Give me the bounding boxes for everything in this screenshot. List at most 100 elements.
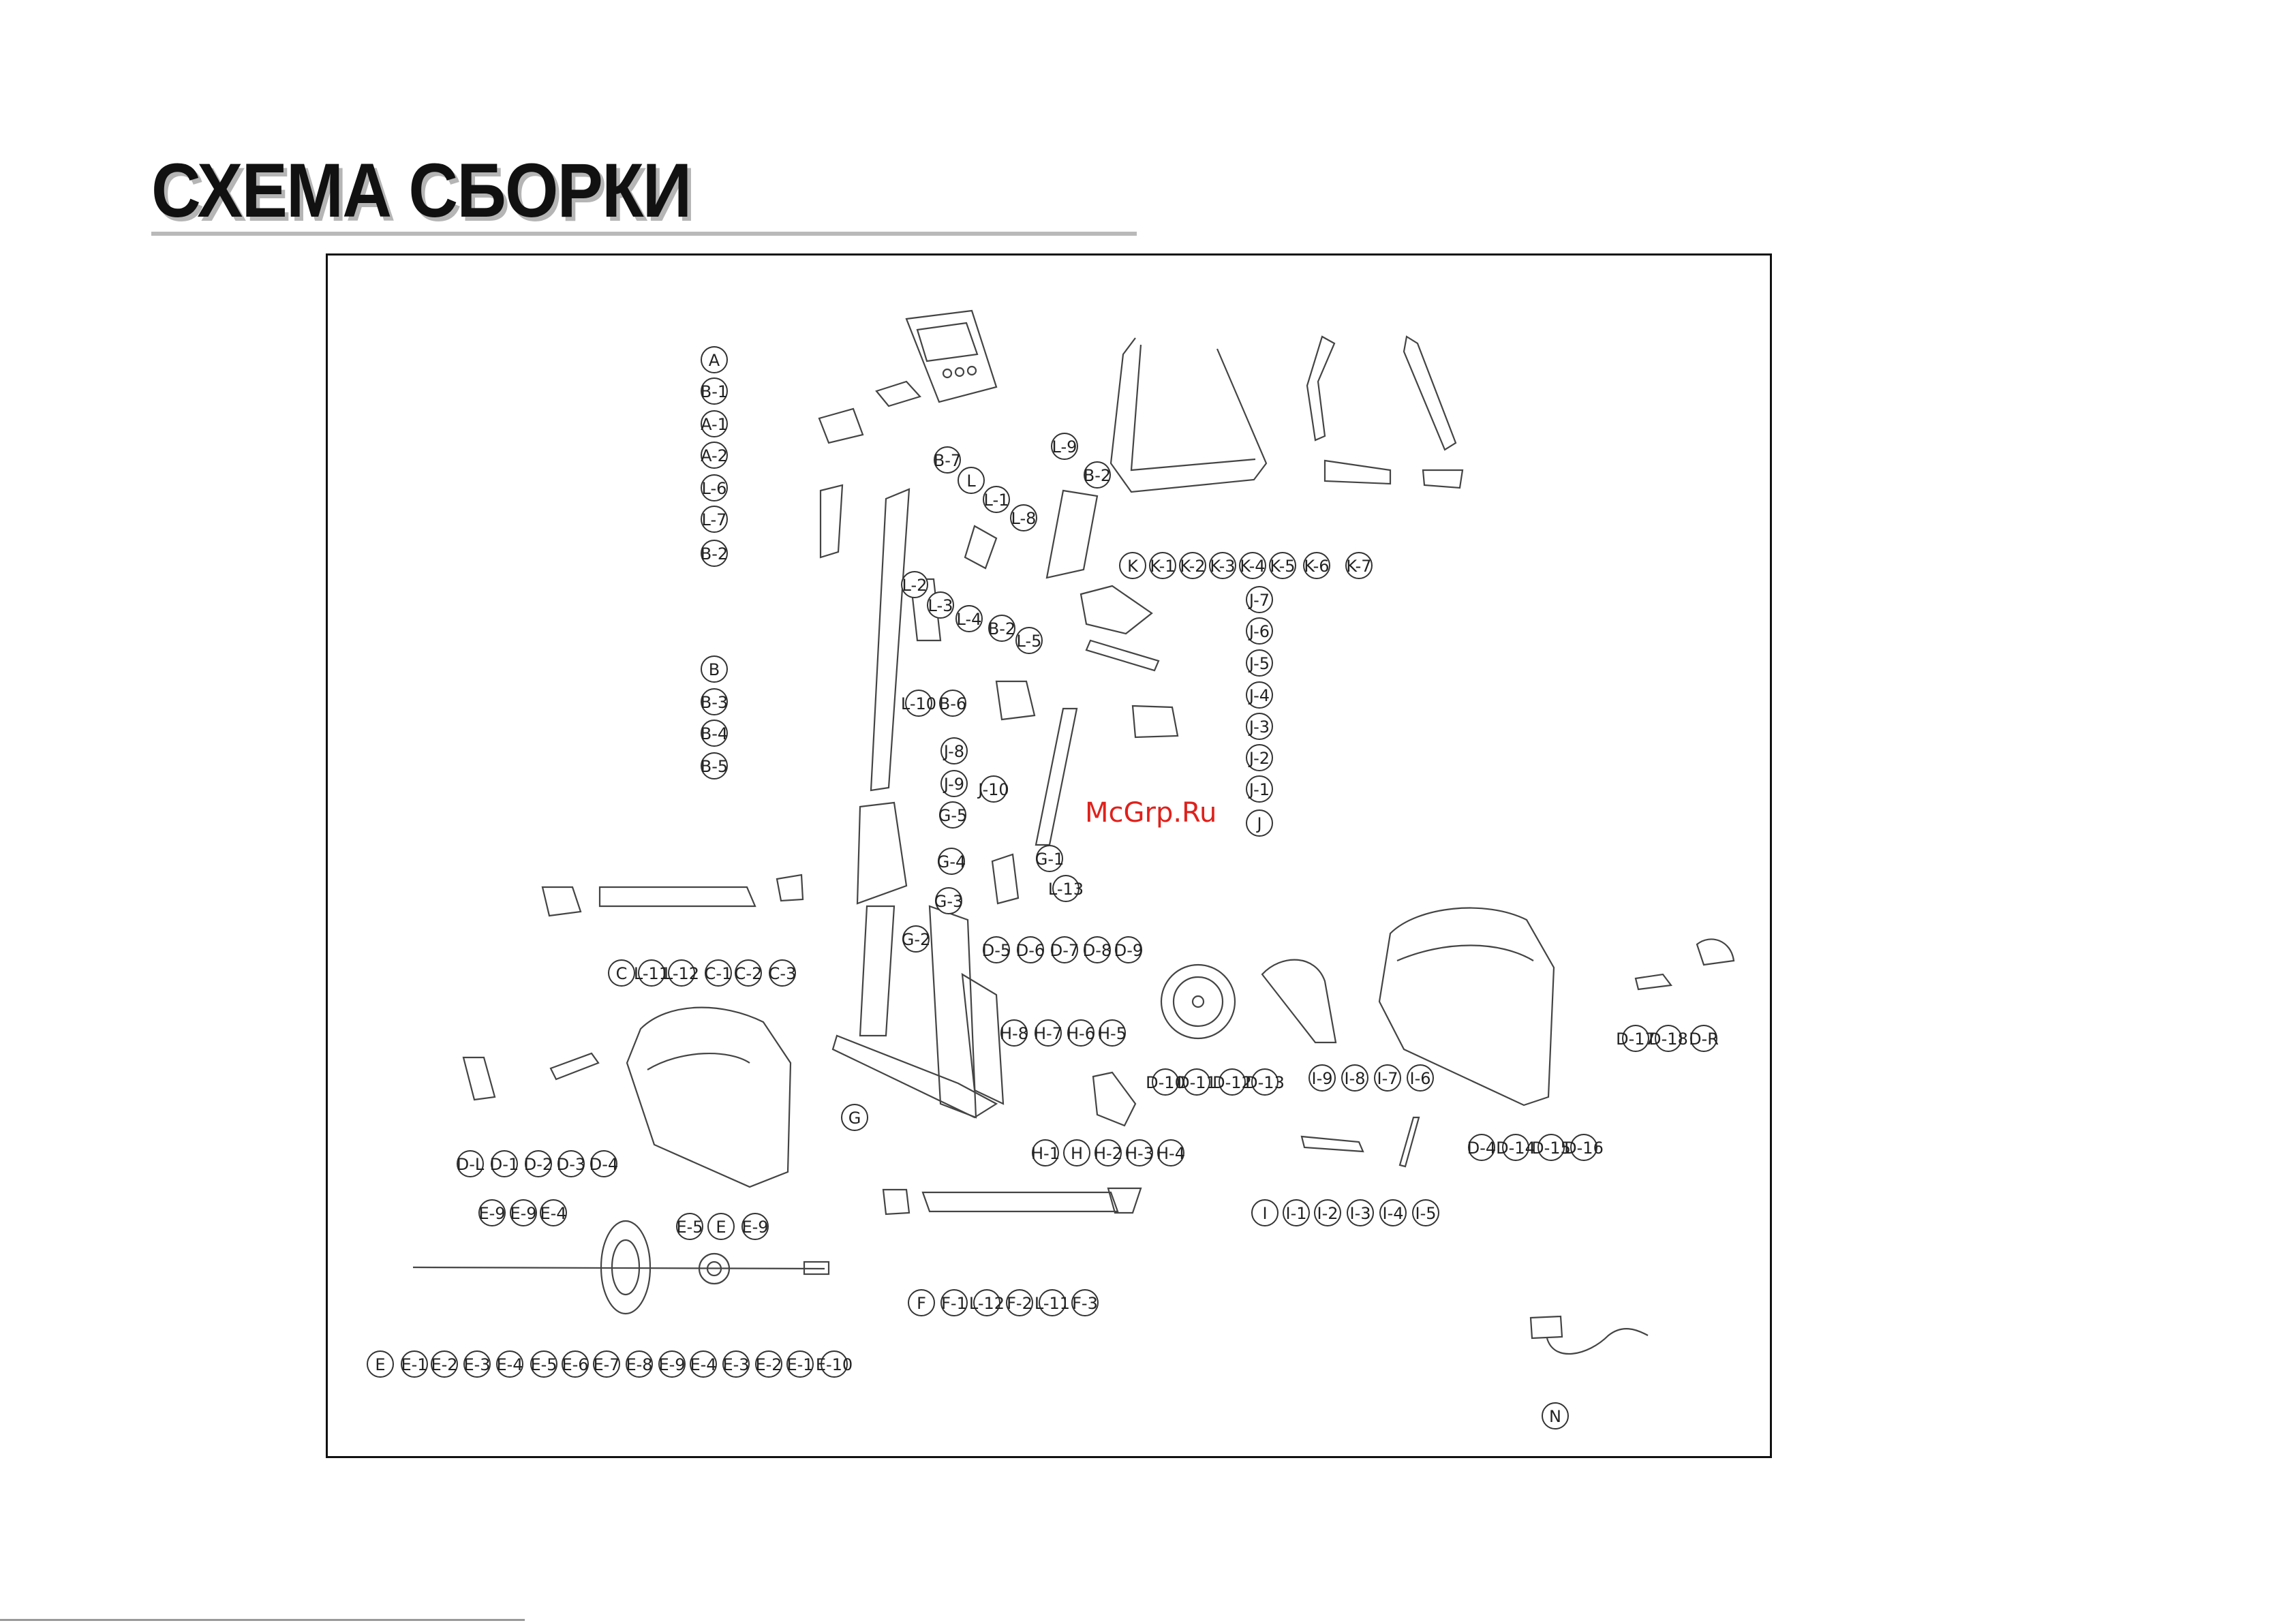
callout-d-17: D-17 — [1616, 1025, 1655, 1052]
callout-label: L-8 — [1011, 509, 1037, 528]
callout-label: B-4 — [701, 724, 728, 743]
callout-label: J-7 — [1248, 591, 1270, 610]
callout-i: I — [1251, 1199, 1279, 1226]
callout-label: L-12 — [969, 1294, 1005, 1313]
callout-label: N — [1549, 1407, 1561, 1426]
callout-label: L-4 — [957, 610, 982, 629]
callout-j-4: J-4 — [1246, 681, 1273, 709]
callout-l-2: L-2 — [901, 571, 928, 598]
callout-j-2: J-2 — [1246, 744, 1273, 771]
callout-label: L-3 — [928, 596, 953, 615]
callout-label: K-6 — [1304, 557, 1329, 576]
callout-i-9: I-9 — [1308, 1064, 1336, 1092]
callout-d-5: D-5 — [982, 936, 1011, 963]
callout-label: I-4 — [1382, 1204, 1403, 1223]
callout-label: L-10 — [901, 694, 936, 713]
callout-d-11: D-11 — [1177, 1068, 1216, 1096]
callout-label: G-4 — [937, 852, 966, 871]
callout-label: E-5 — [676, 1218, 703, 1237]
main-column-part — [819, 484, 1099, 792]
callout-label: G-3 — [934, 892, 964, 911]
callout-label: I-5 — [1415, 1204, 1436, 1223]
callout-l-1: L-1 — [983, 486, 1010, 513]
callout-label: H-3 — [1125, 1144, 1154, 1163]
callout-c-2: C-2 — [735, 959, 762, 987]
callout-label: H-8 — [1000, 1024, 1028, 1043]
callout-l-7: L-7 — [701, 506, 728, 533]
callout-label: E-6 — [562, 1355, 588, 1374]
callout-label: L-13 — [1048, 880, 1084, 899]
callout-l-6: L-6 — [701, 474, 728, 501]
callout-label: K-1 — [1150, 557, 1175, 576]
callout-d-6: D-6 — [1016, 936, 1045, 963]
page-title: СХЕМА СБОРКИ — [151, 148, 692, 233]
callout-label: E-2 — [431, 1355, 457, 1374]
callout-label: D-R — [1689, 1030, 1719, 1049]
callout-label: K-2 — [1180, 557, 1205, 576]
callout-e-4: E-4 — [690, 1350, 717, 1378]
callout-label: L-1 — [984, 491, 1009, 510]
callout-label: D-1 — [490, 1155, 519, 1174]
callout-label: I — [1262, 1204, 1267, 1223]
right-shroud-part — [1378, 907, 1735, 1107]
callout-label: B-6 — [939, 694, 966, 713]
callout-label: E-8 — [626, 1355, 652, 1374]
assembly-diagram: AB-1A-1A-2L-6L-7B-2BB-3B-4B-5B-7LL-1L-8L… — [367, 309, 1735, 1429]
callout-label: E-4 — [540, 1204, 566, 1223]
callout-l-8: L-8 — [1010, 504, 1037, 531]
callout-label: G-2 — [902, 930, 931, 949]
callout-l-5: L-5 — [1015, 627, 1043, 654]
callout-e-3: E-3 — [463, 1350, 491, 1378]
callout-h-5: H-5 — [1098, 1019, 1127, 1047]
callout-label: E-2 — [755, 1355, 782, 1374]
callout-label: I-9 — [1311, 1069, 1332, 1088]
callout-d-l: D-L — [457, 1150, 485, 1177]
callout-label: I-3 — [1349, 1204, 1371, 1223]
callout-l-12: L-12 — [969, 1289, 1005, 1316]
power-adapter-part — [1529, 1315, 1649, 1355]
callout-b-2: B-2 — [988, 615, 1015, 642]
callout-label: A-1 — [701, 415, 728, 434]
callout-label: K-3 — [1210, 557, 1235, 576]
callout-d-4: D-4 — [590, 1150, 618, 1177]
callout-i-6: I-6 — [1407, 1064, 1434, 1092]
callout-d-14: D-14 — [1496, 1134, 1535, 1161]
callout-label: K-7 — [1346, 557, 1371, 576]
callout-b: B — [701, 655, 728, 683]
callout-label: B-7 — [934, 451, 961, 470]
callout-h-3: H-3 — [1125, 1139, 1154, 1166]
callout-label: D-L — [457, 1155, 485, 1174]
callout-k-7: K-7 — [1345, 552, 1373, 579]
diagram-frame — [326, 253, 1772, 1458]
callout-e-4: E-4 — [496, 1350, 523, 1378]
callout-e-4: E-4 — [540, 1199, 567, 1226]
callout-f-2: F-2 — [1006, 1289, 1033, 1316]
callout-label: D-17 — [1616, 1030, 1655, 1049]
callout-label: C — [616, 964, 628, 983]
callout-label: E-4 — [690, 1355, 716, 1374]
frame-part — [831, 801, 1020, 1119]
callout-label: D-15 — [1531, 1139, 1571, 1158]
callout-b-7: B-7 — [934, 446, 961, 474]
callout-label: E-3 — [463, 1355, 490, 1374]
callout-b-5: B-5 — [701, 752, 728, 779]
callout-label: L-6 — [702, 479, 727, 498]
callout-l-3: L-3 — [927, 591, 954, 619]
callout-i-2: I-2 — [1314, 1199, 1341, 1226]
callout-a-1: A-1 — [701, 410, 728, 437]
callout-d-12: D-12 — [1212, 1068, 1252, 1096]
callout-c: C — [608, 959, 635, 987]
callout-e-9: E-9 — [658, 1350, 686, 1378]
left-shroud-part — [462, 1006, 792, 1188]
callout-h-4: H-4 — [1157, 1139, 1185, 1166]
callout-label: B-5 — [701, 757, 728, 776]
callout-d-8: D-8 — [1083, 936, 1112, 963]
callout-label: L — [966, 472, 976, 491]
callout-f-3: F-3 — [1071, 1289, 1099, 1316]
callout-e-9: E-9 — [510, 1199, 537, 1226]
brake-assembly-part — [1092, 1071, 1420, 1168]
callout-h-2: H-2 — [1094, 1139, 1122, 1166]
callout-a: A — [701, 346, 728, 373]
callout-label: F-3 — [1072, 1294, 1098, 1313]
callout-g-5: G-5 — [938, 801, 967, 829]
